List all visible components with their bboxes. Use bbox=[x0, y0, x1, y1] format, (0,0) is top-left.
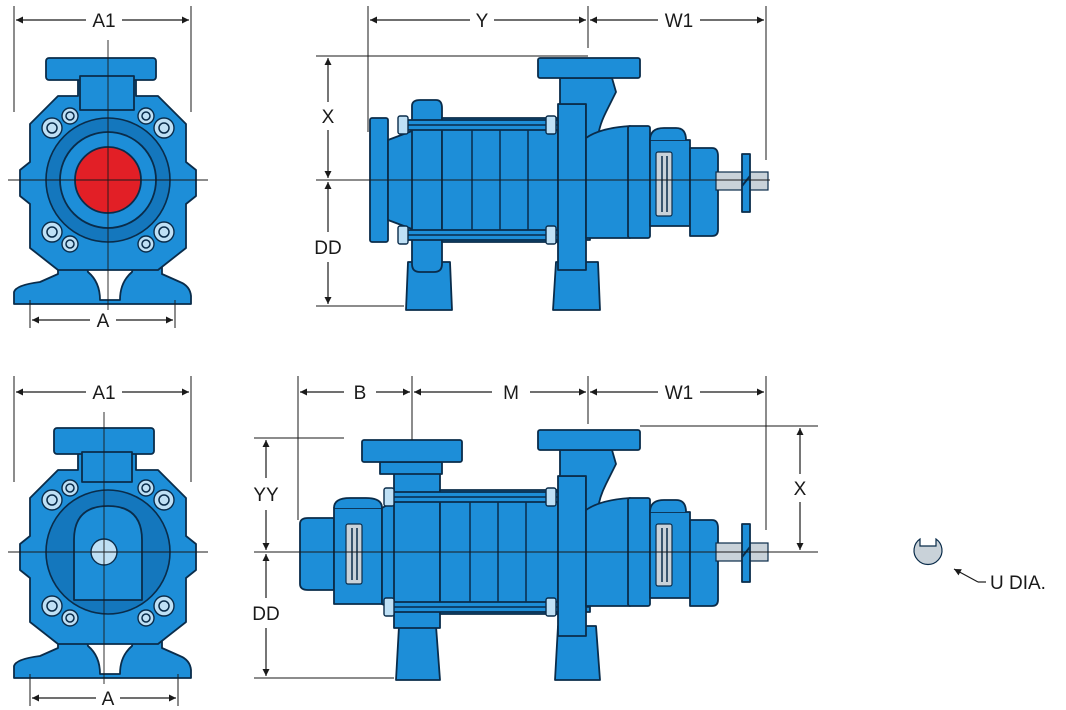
side-view-bottom-suction-neck bbox=[379, 461, 443, 475]
dim-label-y-top: Y bbox=[476, 11, 489, 32]
side-view-top-shaft-key bbox=[741, 153, 751, 213]
dim-label-yy-bottom: YY bbox=[253, 485, 279, 506]
dim-a1-top: A1 bbox=[13, 6, 192, 112]
end-view-top bbox=[8, 40, 208, 310]
dim-label-a-top: A bbox=[97, 311, 110, 332]
dim-label-dd-bottom: DD bbox=[252, 604, 279, 625]
end-view-bottom-discharge-neck bbox=[81, 451, 133, 483]
end-view-top-discharge-neck bbox=[79, 75, 135, 111]
dim-label-a-bottom: A bbox=[102, 689, 115, 710]
end-view-top-bolts bbox=[41, 107, 175, 253]
dim-label-a1-bottom: A1 bbox=[92, 383, 115, 404]
shaft-detail: U DIA. bbox=[913, 537, 1046, 594]
dim-label-w1-top: W1 bbox=[665, 11, 694, 32]
dim-x-bottom: X bbox=[640, 425, 818, 553]
side-view-top-seal bbox=[655, 151, 673, 217]
side-view-bottom-foot-left bbox=[395, 625, 441, 681]
dim-b-bottom: B bbox=[297, 376, 413, 520]
side-view-bottom-discharge-flange bbox=[537, 429, 641, 451]
side-view-bottom-bolts bbox=[383, 487, 557, 617]
dim-x-top: X bbox=[316, 55, 588, 181]
side-view-bottom-seal-left bbox=[345, 523, 363, 585]
dim-yy-bottom: YY bbox=[253, 437, 344, 553]
side-view-bottom-bearing-cover-left bbox=[299, 517, 335, 591]
dim-label-b-bottom: B bbox=[354, 383, 367, 404]
side-view-bottom-suction-flange bbox=[361, 439, 463, 463]
dim-label-a1-top: A1 bbox=[92, 11, 115, 32]
side-view-top-suction-casing bbox=[411, 99, 443, 273]
dim-w1-top: W1 bbox=[590, 6, 767, 160]
side-view-top-bearing-cover bbox=[689, 147, 719, 237]
side-view-top-discharge-casing bbox=[557, 103, 587, 271]
side-view-top-bearing-flange bbox=[627, 125, 651, 239]
side-view-bottom-bearing-cap-right bbox=[649, 499, 687, 513]
dim-label-dd-top: DD bbox=[314, 238, 341, 259]
dim-label-x-bottom: X bbox=[794, 479, 807, 500]
side-view-top-bolts bbox=[397, 115, 557, 245]
dim-dd-top: DD bbox=[314, 182, 404, 307]
dim-a-top: A bbox=[29, 300, 176, 332]
side-view-top-bearing-cap bbox=[649, 127, 687, 141]
side-view-top bbox=[369, 57, 770, 311]
side-view-top-foot-right bbox=[552, 261, 601, 311]
side-view-bottom-foot-right bbox=[554, 625, 601, 681]
dim-m-bottom: M bbox=[414, 376, 589, 424]
side-view-top-discharge-flange bbox=[537, 57, 641, 79]
dim-a-bottom: A bbox=[29, 674, 179, 710]
side-view-top-foot-left bbox=[405, 261, 453, 311]
dim-y-top: Y bbox=[367, 6, 589, 132]
dim-label-m-bottom: M bbox=[503, 383, 519, 404]
dim-dd-bottom: DD bbox=[252, 554, 394, 679]
side-view-bottom bbox=[299, 429, 770, 681]
dim-label-x-top: X bbox=[322, 107, 335, 128]
dim-a1-bottom: A1 bbox=[13, 376, 192, 482]
shaft-end-icon bbox=[913, 537, 943, 566]
side-view-bottom-bearing-cap-left bbox=[333, 497, 383, 509]
side-view-bottom-bearing-cover-right bbox=[689, 519, 719, 607]
end-view-bottom bbox=[8, 412, 208, 684]
side-view-bottom-seal-right bbox=[655, 523, 673, 587]
dim-label-w1-bottom: W1 bbox=[665, 383, 694, 404]
dim-w1-bottom: W1 bbox=[590, 376, 767, 530]
side-view-top-bearing-bracket bbox=[585, 125, 631, 239]
end-view-bottom-bolts bbox=[41, 479, 175, 627]
shaft-diameter-label: U DIA. bbox=[990, 573, 1046, 594]
side-view-bottom-discharge-casing bbox=[557, 475, 587, 637]
